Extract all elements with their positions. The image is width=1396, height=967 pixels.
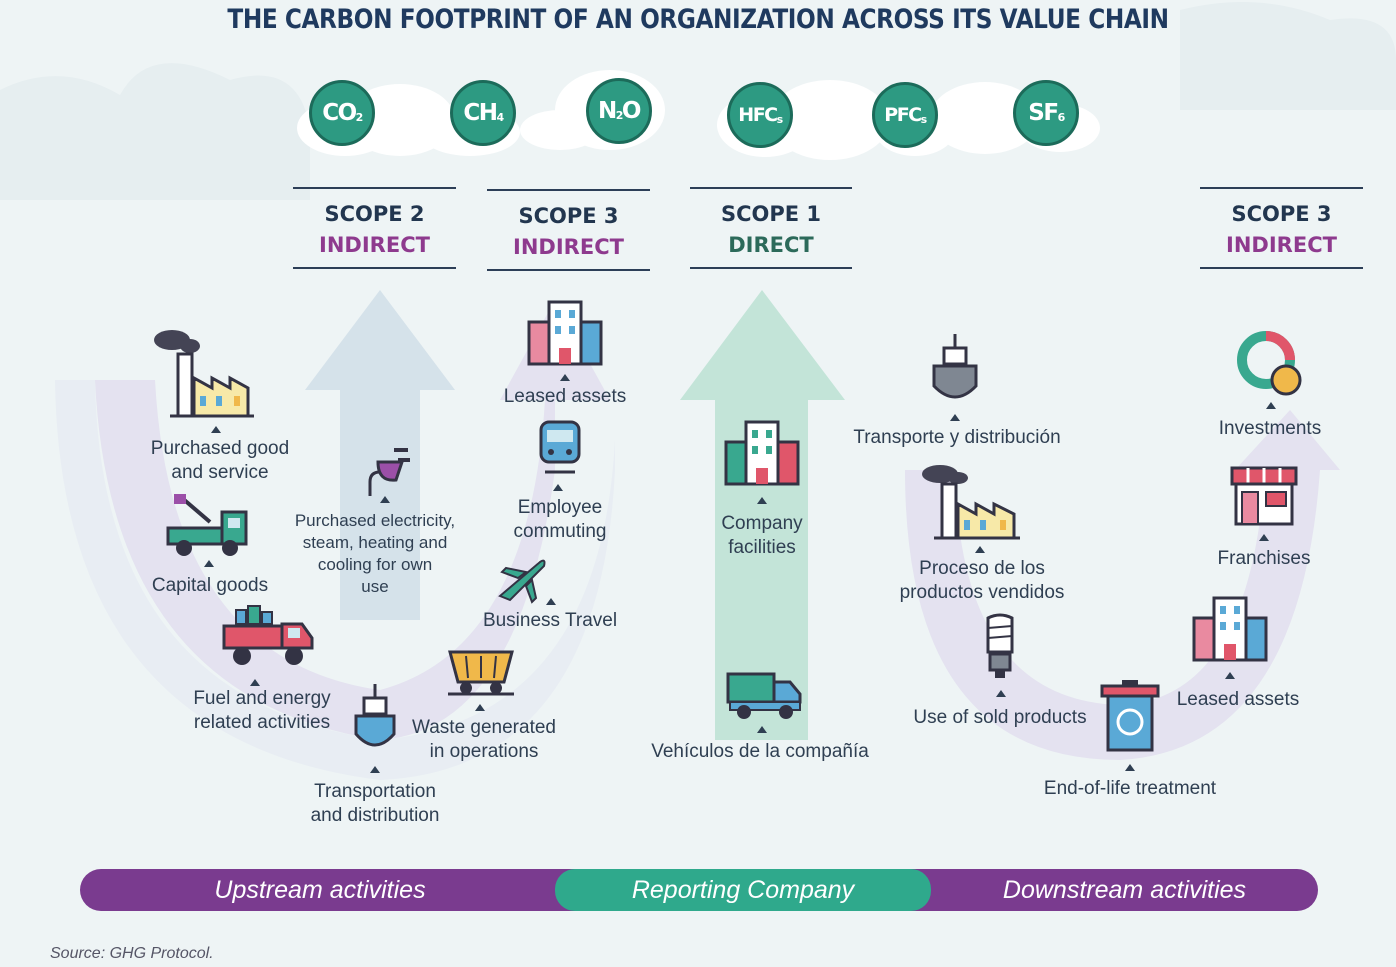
pointer-leased-down (1225, 672, 1235, 679)
scope3-upstream-type: INDIRECT (513, 235, 624, 259)
downstream-segment: Downstream activities (1002, 875, 1247, 904)
pointer-investments (1266, 402, 1276, 409)
leased-building-icon (1192, 596, 1268, 662)
pointer-proceso (975, 546, 985, 553)
cargo-truck-icon (222, 605, 314, 665)
pointer-electricity (380, 496, 390, 503)
label-proceso: Proceso de los productos vendidos (899, 558, 1065, 603)
label-waste: Waste generated in operations (412, 717, 556, 762)
scope1-title: SCOPE 1 (720, 202, 822, 226)
upstream-segment: Upstream activities (214, 875, 426, 904)
label-leased-assets-downstream: Leased assets (1176, 689, 1300, 710)
ship-icon (354, 684, 396, 747)
processing-factory-icon (922, 465, 1020, 540)
airplane-icon (498, 559, 546, 604)
label-transportation: Transportation and distribution (310, 781, 440, 826)
plug-icon (368, 448, 410, 496)
pointer-end-of-life (1125, 764, 1135, 771)
office-building-icon (527, 300, 603, 366)
source-note: Source: GHG Protocol. (50, 945, 214, 962)
crane-truck-icon (166, 494, 248, 556)
pointer-use-sold (996, 690, 1006, 697)
diagram-title: THE CARBON FOOTPRINT OF AN ORGANIZATION … (227, 4, 1169, 35)
pointer-purchased-goods (211, 426, 221, 433)
pointer-business-travel (546, 598, 556, 605)
label-business-travel: Business Travel (482, 610, 618, 631)
scope3-upstream-header: SCOPE 3 INDIRECT (487, 189, 650, 271)
scope2-header: SCOPE 2 INDIRECT (293, 187, 456, 269)
label-employee-commuting: Employee commuting (513, 497, 607, 542)
label-use-of-sold-products: Use of sold products (913, 707, 1087, 728)
pointer-leased-up (560, 374, 570, 381)
label-investments: Investments (1218, 418, 1322, 439)
pointer-facilities (757, 497, 767, 504)
pointer-capital-goods (204, 560, 214, 567)
pointer-waste (475, 704, 485, 711)
train-icon (539, 420, 581, 474)
cargo-ship-icon (932, 334, 978, 399)
pointer-franchises (1259, 534, 1269, 541)
label-fuel-energy: Fuel and energy related activities (193, 688, 331, 733)
label-company-vehicles: Vehículos de la compañía (651, 741, 869, 762)
investment-chart-icon (1237, 331, 1302, 396)
factory-icon (154, 330, 254, 418)
reporting-company-segment: Reporting Company (555, 869, 931, 911)
recycle-bin-icon (1100, 680, 1160, 752)
scope3-upstream-title: SCOPE 3 (518, 204, 619, 228)
delivery-truck-icon (726, 672, 802, 719)
scope1-header: SCOPE 1 DIRECT (690, 187, 852, 269)
label-purchased-electricity: Purchased electricity, steam, heating an… (294, 511, 456, 596)
company-building-icon (724, 420, 800, 486)
pointer-transportation (370, 766, 380, 773)
label-transporte: Transporte y distribución (853, 427, 1061, 448)
storefront-icon (1230, 466, 1298, 526)
label-company-facilities: Company facilities (721, 513, 803, 558)
pointer-vehicles (757, 726, 767, 733)
label-end-of-life: End-of-life treatment (1043, 778, 1217, 799)
scope2-title: SCOPE 2 (324, 202, 425, 226)
mining-cart-icon (448, 650, 514, 696)
scope2-type: INDIRECT (319, 233, 430, 257)
label-purchased-goods: Purchased good and service (150, 438, 290, 483)
value-chain-bar: Upstream activities Reporting Company Do… (80, 869, 1318, 911)
pointer-transporte (950, 414, 960, 421)
scope3-downstream-type: INDIRECT (1226, 233, 1337, 257)
scope1-type: DIRECT (728, 233, 814, 257)
pointer-fuel-energy (250, 679, 260, 686)
pointer-commuting (553, 484, 563, 491)
label-leased-assets-upstream: Leased assets (503, 386, 627, 407)
lightbulb-icon (986, 613, 1014, 678)
scope3-downstream-title: SCOPE 3 (1231, 202, 1332, 226)
label-franchises: Franchises (1217, 548, 1311, 569)
label-capital-goods: Capital goods (151, 575, 269, 596)
scope3-downstream-header: SCOPE 3 INDIRECT (1200, 187, 1363, 269)
